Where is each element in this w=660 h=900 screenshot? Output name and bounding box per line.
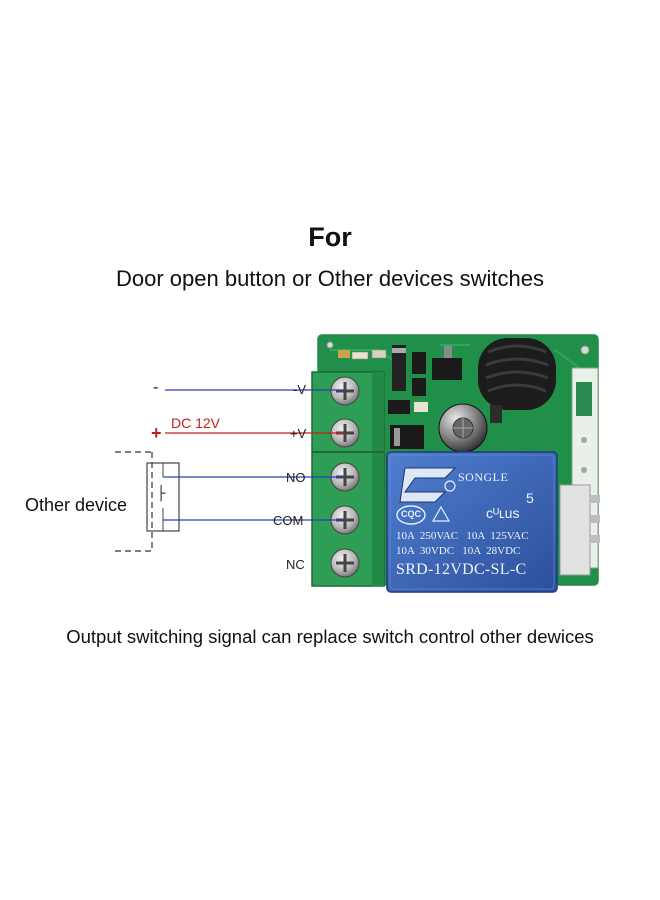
caption: Output switching signal can replace swit… xyxy=(66,626,594,647)
terminal-label-com: COM xyxy=(273,513,304,528)
smd-components xyxy=(338,345,462,449)
device-enclosure xyxy=(115,451,180,552)
relay-ul-mark: cᵁʟus xyxy=(486,505,520,521)
screw-icon xyxy=(330,548,360,578)
supply-label: DC 12V xyxy=(171,415,221,431)
songle-logo-icon xyxy=(399,467,457,503)
antenna-coil xyxy=(478,338,556,423)
device-label: Other device xyxy=(25,495,128,515)
terminal-label-minus-v: -V xyxy=(293,382,306,397)
warning-triangle-icon xyxy=(431,505,451,522)
switch-symbol: ├ xyxy=(157,486,166,502)
subheading: Door open button or Other devices switch… xyxy=(115,266,544,291)
terminal-label-no: NO xyxy=(286,470,306,485)
relay-cert-mark: CQC xyxy=(401,509,421,519)
heading: For xyxy=(308,222,352,252)
radio-module xyxy=(559,367,600,576)
relay-brand: SONGLE xyxy=(458,470,509,484)
relay-rating-line-1: 10A 250VAC 10A 125VAC xyxy=(396,530,529,542)
screw-icon xyxy=(330,376,360,406)
cqc-mark-icon xyxy=(396,505,426,525)
relay xyxy=(386,451,558,593)
minus-sign: - xyxy=(153,379,159,396)
wires xyxy=(163,389,345,521)
relay-model: SRD-12VDC-SL-C xyxy=(396,561,527,578)
plus-sign: + xyxy=(151,423,162,443)
terminal-label-plus-v: +V xyxy=(290,426,307,441)
relay-rating-line-2: 10A 30VDC 10A 28VDC xyxy=(396,545,521,557)
electrolytic-capacitor xyxy=(438,403,488,453)
relay-cert-number: 5 xyxy=(526,490,534,506)
terminal-label-nc: NC xyxy=(286,557,305,572)
